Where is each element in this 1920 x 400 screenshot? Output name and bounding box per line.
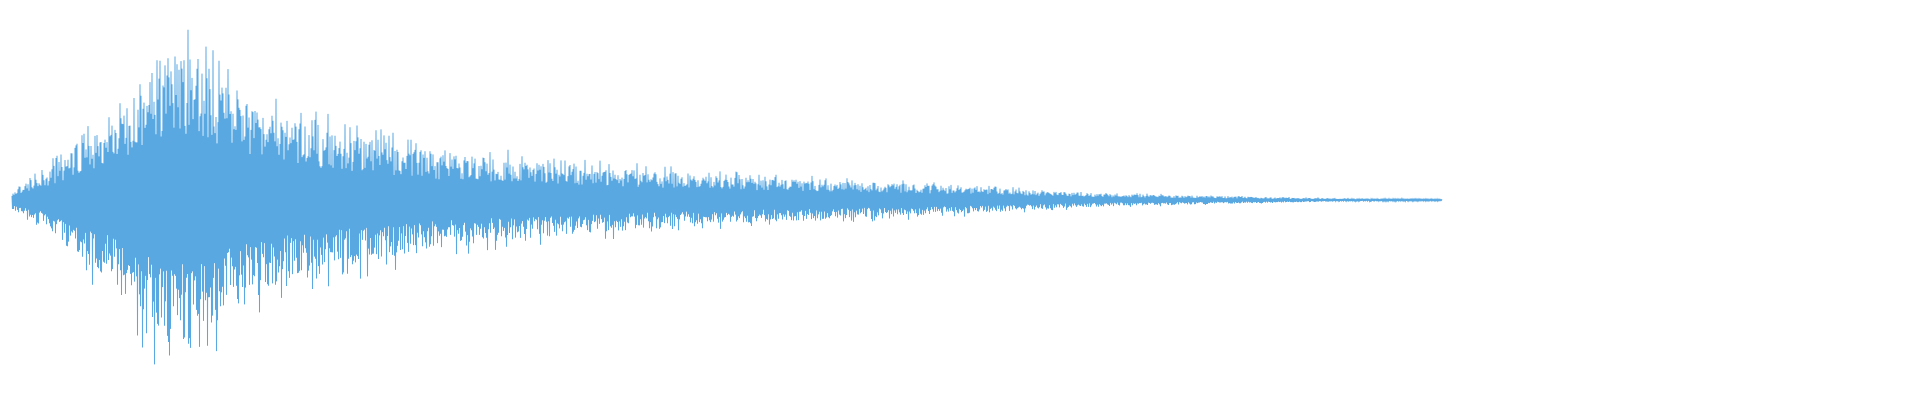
waveform-trace xyxy=(11,29,1443,365)
